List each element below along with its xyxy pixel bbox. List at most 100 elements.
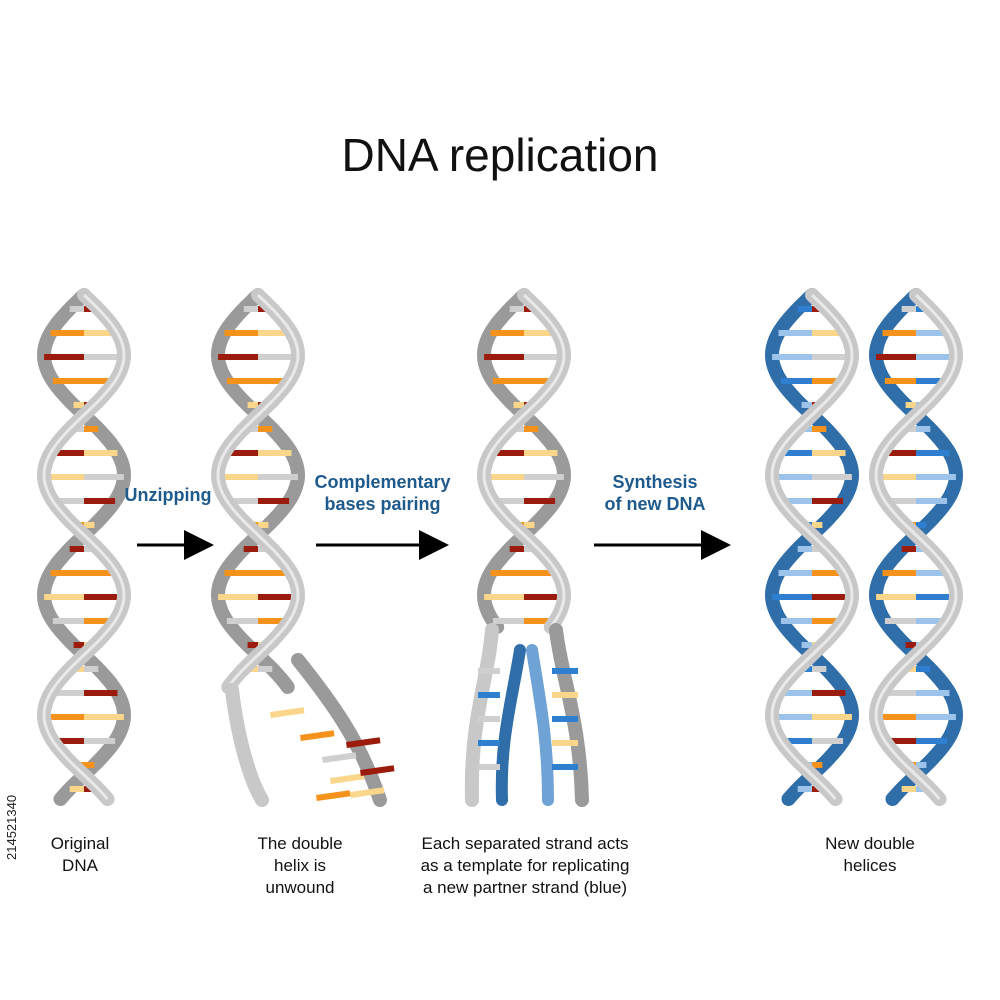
- base-left: [797, 546, 812, 552]
- base-left: [484, 474, 524, 480]
- base-right: [84, 690, 118, 696]
- paired-base-right: [552, 740, 578, 746]
- free-nucleotide: [360, 765, 395, 776]
- base-right: [524, 474, 564, 480]
- free-nucleotide: [330, 773, 365, 784]
- base-right: [258, 354, 298, 360]
- base-right: [258, 570, 292, 576]
- synthesis-line-2: of new DNA: [604, 494, 706, 514]
- base-left: [772, 714, 812, 720]
- base-right: [916, 498, 948, 504]
- base-left: [226, 618, 258, 624]
- base-right: [812, 594, 852, 600]
- caption-new-helices: New double helices: [800, 833, 940, 877]
- base-left: [247, 402, 258, 408]
- base-left: [50, 330, 84, 336]
- base-right: [812, 450, 846, 456]
- base-right: [84, 378, 116, 384]
- base-left: [905, 402, 916, 408]
- caption-original-line-1: Original: [50, 834, 110, 853]
- base-left: [484, 594, 524, 600]
- unzipping-text: Unzipping: [124, 485, 212, 505]
- base-right: [258, 378, 290, 384]
- base-left: [780, 738, 812, 744]
- base-right: [84, 762, 95, 768]
- base-left: [901, 546, 916, 552]
- paired-base-left: [478, 716, 500, 722]
- base-left: [490, 330, 524, 336]
- base-right: [916, 714, 956, 720]
- base-left: [884, 498, 916, 504]
- original-dna-helix: [36, 288, 132, 806]
- new-double-helix-left: [764, 288, 860, 806]
- free-nucleotide: [322, 752, 357, 763]
- base-left: [50, 570, 84, 576]
- base-right: [812, 570, 846, 576]
- base-right: [524, 330, 558, 336]
- free-nucleotide: [316, 790, 351, 801]
- base-right: [258, 594, 298, 600]
- base-left: [218, 474, 258, 480]
- base-right: [916, 666, 931, 672]
- base-left: [492, 498, 524, 504]
- base-left: [513, 402, 524, 408]
- base-left: [218, 594, 258, 600]
- caption-unwound-line-2: helix is: [274, 856, 326, 875]
- base-left: [797, 306, 812, 312]
- base-right: [258, 330, 292, 336]
- base-right: [84, 354, 124, 360]
- strand-highlight: [482, 293, 566, 628]
- base-right: [916, 570, 950, 576]
- paired-base-right: [552, 668, 578, 674]
- base-right: [916, 738, 948, 744]
- base-right: [84, 474, 124, 480]
- base-left: [218, 354, 258, 360]
- new-blue-strand-right: [526, 644, 554, 806]
- step-label-synthesis: Synthesis of new DNA: [580, 471, 730, 515]
- free-nucleotide: [300, 730, 335, 741]
- base-right: [84, 498, 116, 504]
- paired-base-right: [552, 692, 578, 698]
- base-right: [916, 762, 927, 768]
- base-left: [484, 354, 524, 360]
- base-left: [882, 690, 916, 696]
- base-left: [884, 738, 916, 744]
- base-left: [224, 570, 258, 576]
- base-right: [258, 522, 269, 528]
- base-right: [524, 426, 539, 432]
- base-right: [84, 594, 124, 600]
- base-left: [69, 546, 84, 552]
- base-left: [224, 330, 258, 336]
- base-right: [812, 690, 846, 696]
- base-left: [876, 714, 916, 720]
- template-old-right: [549, 623, 589, 807]
- base-right: [258, 666, 273, 672]
- base-left: [901, 786, 916, 792]
- base-left: [52, 618, 84, 624]
- base-left: [876, 354, 916, 360]
- base-right: [812, 330, 846, 336]
- caption-template-line-3: a new partner strand (blue): [422, 878, 628, 897]
- base-left: [243, 546, 258, 552]
- base-right: [812, 498, 844, 504]
- base-right: [916, 618, 948, 624]
- new-double-helix-right: [868, 288, 964, 806]
- base-left: [52, 738, 84, 744]
- caption-template-line-2: as a template for replicating: [420, 856, 630, 875]
- base-right: [524, 450, 558, 456]
- base-right: [524, 378, 556, 384]
- base-right: [84, 570, 118, 576]
- base-left: [224, 450, 258, 456]
- base-left: [780, 378, 812, 384]
- base-right: [524, 594, 564, 600]
- unwound-strand-right: [291, 653, 387, 807]
- paired-base-right: [552, 716, 578, 722]
- base-right: [258, 474, 298, 480]
- base-left: [50, 690, 84, 696]
- base-right: [916, 690, 950, 696]
- base-left: [243, 306, 258, 312]
- base-right: [524, 498, 556, 504]
- base-right: [916, 330, 950, 336]
